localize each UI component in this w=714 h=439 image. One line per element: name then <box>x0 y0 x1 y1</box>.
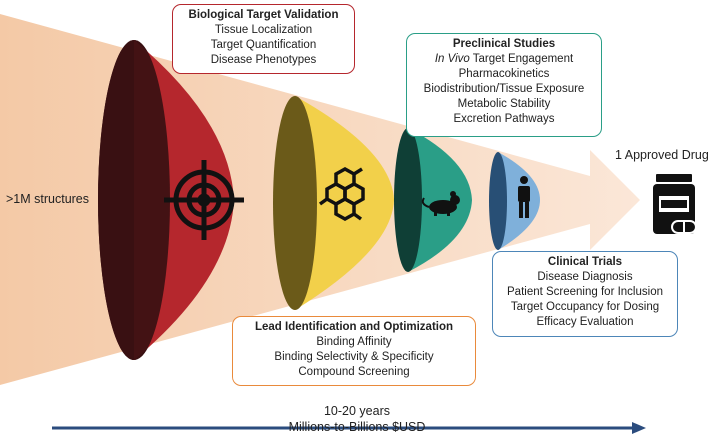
stage-title: Lead Identification and Optimization <box>254 321 454 333</box>
stage-item: Efficacy Evaluation <box>536 316 634 328</box>
stage-item: In Vivo Target Engagement <box>413 52 595 67</box>
stage-item: Binding Affinity <box>316 336 392 348</box>
molecule-icon <box>318 166 365 222</box>
stage-cone-preclinical <box>394 128 472 272</box>
stage-item: Tissue Localization <box>214 24 313 36</box>
stage-item-emphasis: In Vivo <box>434 53 470 65</box>
stage-item: Patient Screening for Inclusion <box>507 286 663 298</box>
mouse-icon <box>421 191 460 216</box>
timeline-cost: Millions-to-Billions $USD <box>288 420 426 434</box>
stage-item: Target Occupancy for Dosing <box>510 301 660 313</box>
stage-item: Disease Diagnosis <box>537 271 633 283</box>
stage-title: Clinical Trials <box>547 256 623 268</box>
stage-item: Compound Screening <box>298 366 410 378</box>
stage-cone-lead-identification <box>273 96 394 310</box>
end-label: 1 Approved Drug <box>615 148 709 162</box>
stage-box-lead-identification: Lead Identification and Optimization Bin… <box>232 316 476 386</box>
stage-title: Biological Target Validation <box>188 9 339 21</box>
timeline-duration: 10-20 years <box>323 404 390 418</box>
pill-bottle-icon <box>653 174 697 234</box>
stage-item: Disease Phenotypes <box>210 54 317 66</box>
stage-box-target-validation: Biological Target Validation Tissue Loca… <box>172 4 355 74</box>
target-icon <box>164 160 244 240</box>
stage-item: Target Quantification <box>210 39 317 51</box>
stage-item: Biodistribution/Tissue Exposure <box>423 83 585 95</box>
person-icon <box>518 176 530 218</box>
stage-item: Binding Selectivity & Specificity <box>274 351 434 363</box>
stage-title: Preclinical Studies <box>452 38 556 50</box>
stage-item-text: Target Engagement <box>472 53 574 65</box>
timeline-arrow <box>52 422 646 434</box>
stage-item: Metabolic Stability <box>457 98 551 110</box>
start-label: >1M structures <box>6 192 90 206</box>
stage-box-clinical: Clinical Trials Disease Diagnosis Patien… <box>492 251 678 337</box>
stage-item: Pharmacokinetics <box>458 68 550 80</box>
stage-item: Excretion Pathways <box>453 113 555 125</box>
stage-box-preclinical: Preclinical Studies In Vivo Target Engag… <box>406 33 602 137</box>
